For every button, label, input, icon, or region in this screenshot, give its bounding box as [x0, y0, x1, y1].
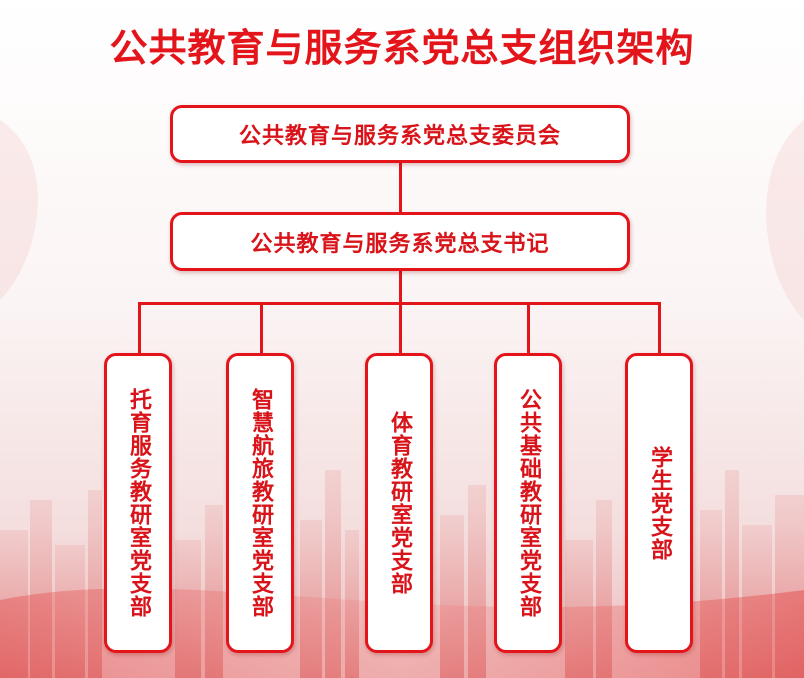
branch-label-public-basics: 公共基础教研室党支部 [516, 388, 541, 618]
page-title: 公共教育与服务系党总支组织架构 [109, 26, 695, 70]
branch-label-childcare: 托育服务教研室党支部 [126, 388, 151, 618]
connector-branch-4 [527, 302, 530, 354]
branch-box-public-basics: 公共基础教研室党支部 [494, 353, 562, 653]
branch-box-pe: 体育教研室党支部 [365, 353, 433, 653]
branch-label-pe: 体育教研室党支部 [387, 411, 412, 595]
branch-label-student: 学生党支部 [647, 445, 672, 561]
branch-box-student: 学生党支部 [625, 353, 693, 653]
connector-branch-3 [399, 302, 402, 354]
committee-label: 公共教育与服务系党总支委员会 [238, 124, 561, 149]
connector-secretary-trunk [399, 270, 402, 303]
connector-branch-1 [138, 302, 141, 354]
connector-branch-2 [260, 302, 263, 354]
secretary-box: 公共教育与服务系党总支书记 [170, 212, 630, 271]
connector-committee-secretary [399, 161, 402, 213]
branch-box-smart-aviation: 智慧航旅教研室党支部 [226, 353, 294, 653]
committee-box: 公共教育与服务系党总支委员会 [170, 105, 630, 163]
branch-label-smart-aviation: 智慧航旅教研室党支部 [248, 388, 273, 618]
branch-box-childcare: 托育服务教研室党支部 [104, 353, 172, 653]
connector-branch-5 [658, 302, 661, 354]
secretary-label: 公共教育与服务系党总支书记 [250, 231, 550, 257]
